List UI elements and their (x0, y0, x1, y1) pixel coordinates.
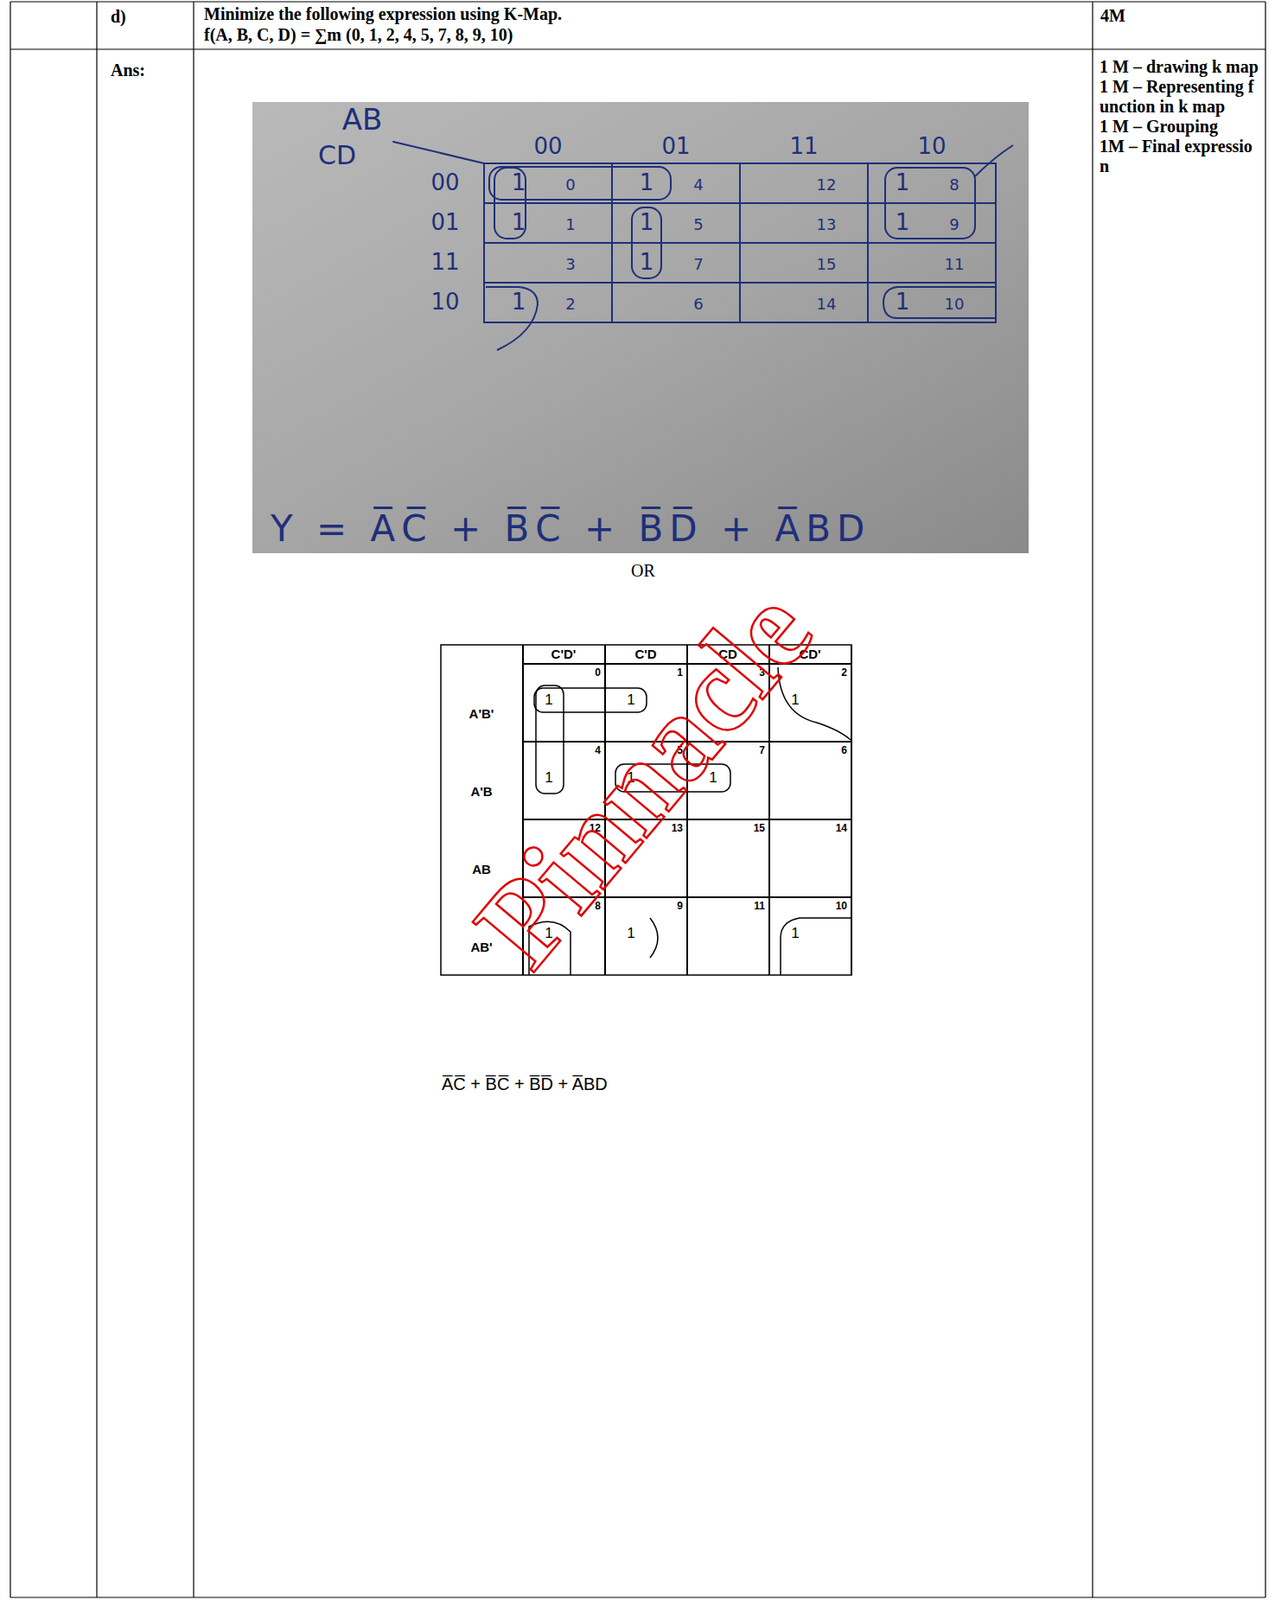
minterm-number: 3 (565, 255, 575, 275)
minterm-number: 10 (944, 295, 965, 314)
cell-value: 1 (895, 289, 911, 316)
function-expression: f(A, B, C, D) = ∑m (0, 1, 2, 4, 5, 7, 8,… (204, 25, 513, 45)
cell-value: 1 (639, 249, 655, 276)
variable-label: CD (318, 140, 357, 172)
marking-scheme: 1 M – drawing k map (1099, 57, 1261, 77)
minterm-number: 7 (693, 255, 703, 275)
minterm-number: 12 (816, 176, 837, 195)
row-header: 00 (430, 170, 459, 197)
minterm-number: 11 (944, 255, 965, 275)
cell-value: 1 (895, 210, 911, 236)
cell-value: 1 (511, 170, 527, 197)
cell-value: 1 (511, 289, 527, 316)
cell-value: 1 (639, 170, 655, 197)
cell-value: 1 (626, 924, 635, 943)
row-header: 10 (430, 289, 459, 316)
table-border (10, 1, 1266, 1598)
minterm-number: 7 (758, 745, 765, 758)
cell-value: 1 (790, 924, 799, 943)
cell-value: 1 (544, 691, 553, 709)
minterm-number: 6 (693, 295, 703, 314)
column-header: 00 (533, 133, 562, 160)
minterm-number: 13 (816, 216, 837, 235)
marking-column: 1 M – drawing k map1 M – Representing fu… (1099, 57, 1261, 177)
row-header: A'B' (469, 706, 495, 721)
question-text: Minimize the following expression using … (204, 4, 562, 25)
minterm-number: 14 (816, 295, 837, 314)
row-header: A'B (470, 784, 492, 799)
column-header: 01 (661, 133, 690, 160)
watermark: Pinnacle (446, 563, 839, 994)
row-header: AB' (470, 939, 492, 955)
row-header: 11 (430, 249, 459, 276)
minterm-number: 9 (676, 900, 683, 913)
minterm-number: 11 (753, 900, 765, 913)
minterm-number: 6 (841, 745, 848, 758)
minterm-number: 5 (693, 216, 703, 235)
result-expression: Y = A̅C̅ + B̅C̅ + B̅D̅ + A̅BD (270, 508, 871, 550)
or-separator: OR (631, 561, 656, 581)
result-expression: A̅C̅ + B̅C̅ + B̅D̅ + A̅BD (441, 1074, 608, 1095)
minterm-number: 2 (841, 667, 848, 680)
minterm-number: 9 (949, 216, 959, 235)
kmap-grouping (485, 145, 1014, 351)
minterm-number: 1 (565, 216, 575, 235)
answer-label: Ans: (110, 60, 146, 81)
minterm-number: 2 (565, 295, 575, 314)
marking-scheme: 1 M – Grouping (1099, 116, 1261, 137)
marking-scheme: 1M – Final expression (1099, 136, 1261, 177)
column-header: 10 (917, 133, 946, 160)
minterm-number: 0 (565, 176, 575, 195)
kmap-grid (393, 141, 996, 323)
marks-total: 4M (1100, 6, 1126, 26)
cell-value: 1 (895, 170, 911, 197)
minterm-number: 15 (753, 822, 765, 836)
minterm-number: 8 (949, 176, 959, 195)
column-header: 11 (789, 133, 818, 160)
cell-value: 1 (511, 210, 527, 236)
minterm-number: 0 (594, 667, 601, 680)
minterm-number: 14 (835, 822, 848, 836)
row-header: 01 (430, 210, 459, 236)
variable-label: AB (342, 102, 383, 137)
minterm-number: 4 (693, 176, 703, 195)
question-number: d) (110, 6, 127, 27)
cell-value: 1 (639, 210, 655, 236)
column-header: C'D' (551, 646, 577, 662)
marking-scheme: 1 M – Representing function in k map (1099, 76, 1261, 117)
minterm-number: 15 (816, 255, 837, 275)
minterm-number: 10 (835, 900, 848, 913)
photo-background (252, 102, 1029, 554)
